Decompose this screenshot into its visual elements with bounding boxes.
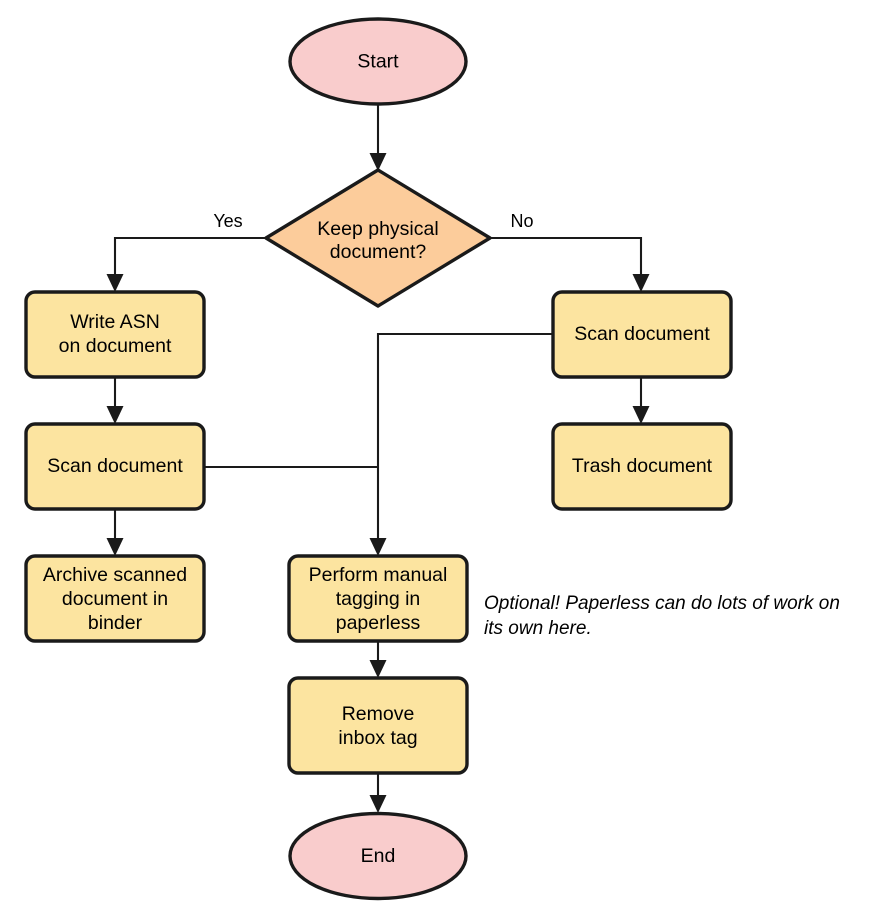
write-asn-label-line1: Write ASN <box>70 311 160 333</box>
archive-label-line2: document in <box>62 588 168 610</box>
edge-label-no: No <box>510 211 533 231</box>
trash-document-box <box>551 422 733 511</box>
start-ellipse <box>288 17 468 106</box>
edge-write-asn-to-scan-left <box>106 377 124 424</box>
edge-decision-no-to-scan-right <box>490 236 650 292</box>
decision-diamond <box>264 168 492 308</box>
write-asn-box <box>24 290 206 379</box>
tagging-label-line2: tagging in <box>336 588 421 610</box>
remove-inbox-label-line2: inbox tag <box>338 727 417 749</box>
node-perform-manual-tagging[interactable]: Perform manual tagging in paperless <box>287 554 469 643</box>
node-remove-inbox-tag[interactable]: Remove inbox tag <box>287 676 469 775</box>
edge-scan-right-to-tagging <box>369 332 553 556</box>
annotation-optional-note: Optional! Paperless can do lots of work … <box>484 593 840 639</box>
node-scan-document-left[interactable]: Scan document <box>24 422 206 511</box>
node-write-asn-on-document[interactable]: Write ASN on document <box>24 290 206 379</box>
tagging-label-line3: paperless <box>336 612 421 634</box>
edge-scan-right-to-trash <box>632 377 650 424</box>
optional-note-line2: its own here. <box>484 618 592 639</box>
remove-inbox-label-line1: Remove <box>342 703 415 725</box>
edge-start-to-decision <box>369 104 387 171</box>
scan-document-right-box <box>551 290 733 379</box>
remove-inbox-box <box>287 676 469 775</box>
tagging-label-line1: Perform manual <box>309 564 448 586</box>
archive-label-line1: Archive scanned <box>43 564 187 586</box>
optional-note-line1: Optional! Paperless can do lots of work … <box>484 593 840 614</box>
end-ellipse <box>288 811 468 901</box>
edge-tagging-to-remove-inbox <box>369 641 387 678</box>
node-decision-keep-physical-document[interactable]: Keep physical document? <box>264 168 492 308</box>
tagging-box <box>287 554 469 643</box>
decision-label-line2: document? <box>330 241 427 263</box>
start-label: Start <box>357 51 399 73</box>
decision-label-line1: Keep physical <box>317 218 438 240</box>
scan-document-left-box <box>24 422 206 511</box>
node-scan-document-right[interactable]: Scan document <box>551 290 733 379</box>
node-trash-document[interactable]: Trash document <box>551 422 733 511</box>
edge-scan-left-to-archive <box>106 509 124 556</box>
end-label: End <box>361 845 396 867</box>
write-asn-label-line2: on document <box>59 335 172 357</box>
scan-document-left-label: Scan document <box>47 455 183 477</box>
scan-document-right-label: Scan document <box>574 323 710 345</box>
edge-label-yes: Yes <box>213 211 242 231</box>
archive-box <box>24 554 206 643</box>
edge-decision-yes-to-write-asn <box>106 236 266 292</box>
trash-document-label: Trash document <box>572 455 713 477</box>
node-start[interactable]: Start <box>288 17 468 106</box>
edge-remove-inbox-to-end <box>369 773 387 813</box>
node-end[interactable]: End <box>288 811 468 901</box>
archive-label-line3: binder <box>88 612 143 634</box>
node-archive-scanned-document[interactable]: Archive scanned document in binder <box>24 554 206 643</box>
